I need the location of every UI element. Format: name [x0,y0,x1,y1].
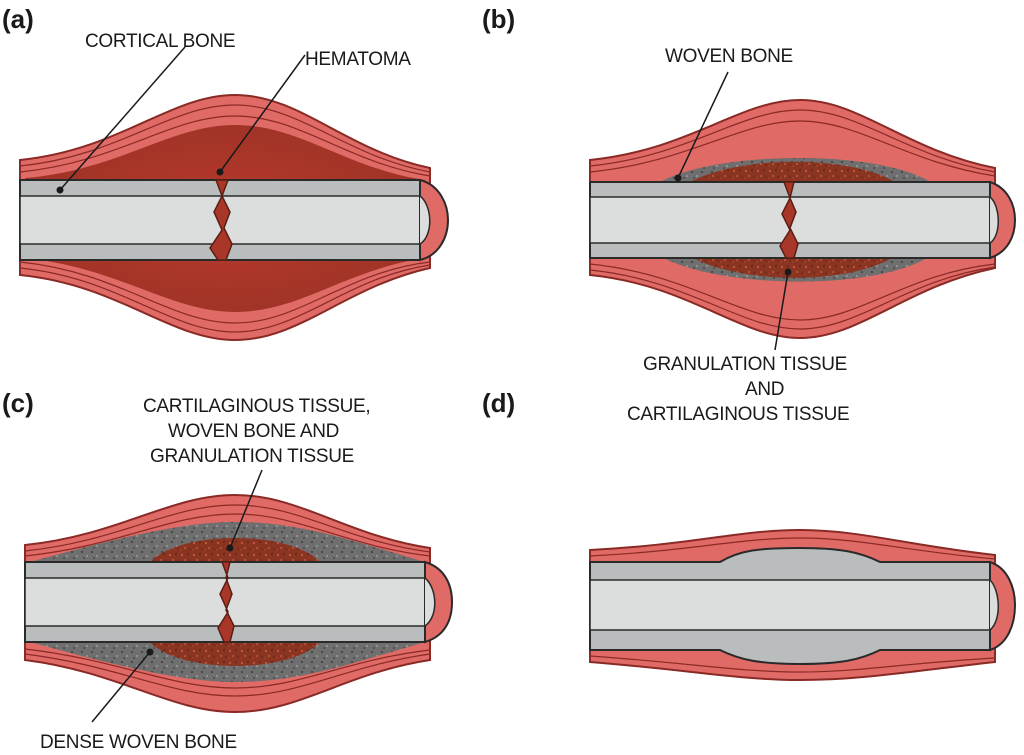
panel-c: (c) CARTILAGINOUS TISSUE, WOVEN BONE AND… [2,388,454,753]
muscle-fiber-lines [19,104,431,333]
muscle-fiber-lines [24,504,431,697]
and-label: AND [745,379,784,400]
granulation-tissue-label: GRANULATION TISSUE [643,354,847,375]
panel-b-label: (b) [482,4,515,34]
fracture-line [217,561,235,643]
panel-a-label: (a) [2,4,34,34]
cartilaginous-tissue-label: CARTILAGINOUS TISSUE, [143,396,370,417]
fracture-line [209,179,233,261]
hematoma-label: HEMATOMA [305,49,411,70]
granulation-tissue [690,256,895,278]
muscle-fiber-lines [589,537,996,673]
marrow-canal [589,579,991,631]
panel-a: (a) CORTICAL BONE HEMATOMA [2,4,450,342]
granulation-tissue-label: GRANULATION TISSUE [150,446,354,467]
panel-c-label: (c) [2,388,34,418]
muscle-fiber-lines [589,109,996,330]
dense-woven-bone-label: DENSE WOVEN BONE [40,732,237,753]
cartilaginous-tissue [150,642,320,666]
fracture-line [779,181,799,259]
bone-end-cap [989,560,1017,652]
woven-bone-label: WOVEN BONE [665,46,793,67]
panel-b: (b) WOVEN BONE GRANULATION TISSUE AND CA… [482,4,1017,425]
bone-end-cap [419,178,450,262]
bone-end-cap [424,560,454,644]
woven-bone-and-label: WOVEN BONE AND [168,421,339,442]
panel-d: (d) [482,388,1017,682]
bone-end-cap [989,180,1017,260]
cartilaginous-tissue [150,538,320,562]
cartilaginous-tissue-label: CARTILAGINOUS TISSUE [627,404,849,425]
cortical-bone-label: CORTICAL BONE [85,31,235,52]
granulation-tissue [690,161,895,182]
panel-d-label: (d) [482,388,515,418]
